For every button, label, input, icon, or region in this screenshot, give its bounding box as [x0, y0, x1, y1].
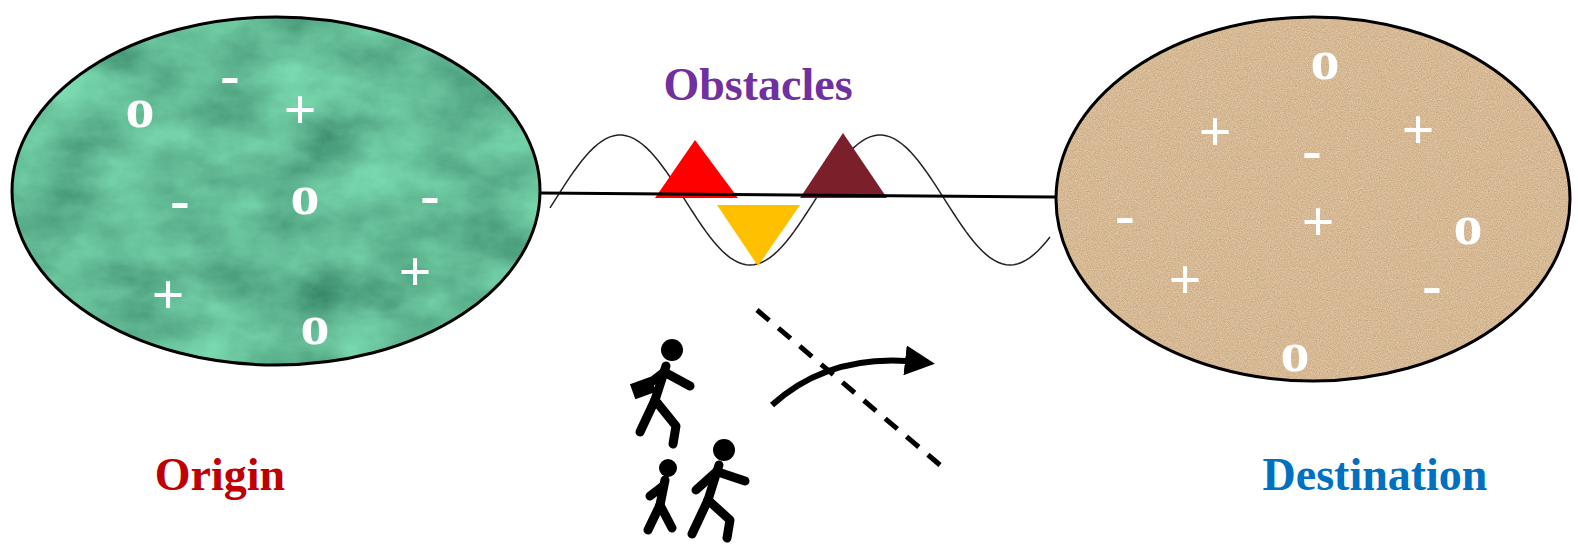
factor-symbol: -: [220, 46, 239, 104]
ellipse-outline: [10, 15, 542, 367]
factor-symbol: +: [1168, 251, 1201, 309]
factor-symbol: o: [1311, 31, 1340, 89]
route-line: [540, 193, 1056, 197]
migrants-icon: [630, 339, 745, 538]
obstacle-triangle: [655, 140, 738, 198]
migration-arrow: [772, 360, 920, 405]
barrier-line: [757, 310, 940, 465]
obstacle-triangle: [800, 133, 887, 198]
factor-symbol: o: [126, 79, 155, 137]
factor-symbol: o: [291, 166, 320, 224]
origin-region: Origino-+-o-++o: [10, 15, 542, 367]
factor-symbol: o: [301, 296, 330, 354]
obstacles-label: Obstacles: [663, 60, 852, 111]
obstacle-triangle: [717, 205, 800, 266]
factor-symbol: -: [1302, 121, 1321, 179]
factor-symbol: +: [1198, 103, 1231, 161]
factor-symbol: o: [1281, 323, 1310, 381]
factor-symbol: +: [151, 266, 184, 324]
factor-symbol: +: [283, 81, 316, 139]
factor-symbol: +: [398, 243, 431, 301]
wave-line: [550, 135, 1050, 265]
factor-symbol: -: [170, 171, 189, 229]
factor-symbol: +: [1301, 193, 1334, 251]
factor-symbol: -: [420, 166, 439, 224]
factor-symbol: o: [1454, 196, 1483, 254]
region-heading: Destination: [1263, 450, 1488, 501]
region-heading: Origin: [155, 450, 285, 501]
factor-symbol: -: [1115, 186, 1134, 244]
factor-symbol: -: [1422, 256, 1441, 314]
factor-symbol: +: [1401, 101, 1434, 159]
destination-region: Destinationo+-+-+o+-o: [1054, 15, 1572, 383]
